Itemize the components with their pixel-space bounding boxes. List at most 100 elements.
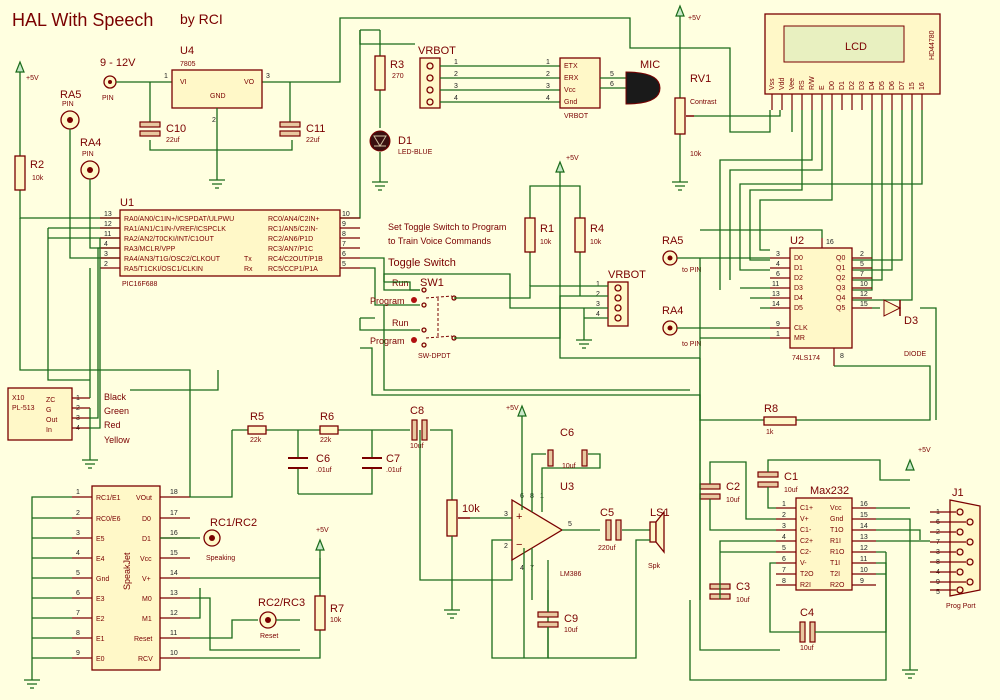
u4-pin3: 3 [266, 73, 270, 80]
rc2rc3-ref: RC2/RC3 [258, 597, 305, 609]
r4-val: 10k [590, 239, 602, 246]
u2-pin-number: 14 [772, 301, 780, 308]
c10-plate-bottom [139, 130, 161, 137]
u1-right-pin-label: RC1/AN5/C2IN- [268, 226, 318, 233]
ls1-val: Spk [648, 563, 661, 570]
max232-left-label: C1+ [800, 505, 813, 512]
plus5v-left-label: +5V [26, 75, 39, 82]
u3-ref: U3 [560, 481, 574, 493]
u3-pin-number: 3 [504, 511, 508, 518]
lcd-pin-label: RS [799, 80, 806, 90]
u1-pin-number: 3 [104, 251, 108, 258]
u1-body [119, 209, 341, 277]
speakjet-left-label: E4 [96, 556, 105, 563]
speakjet-pin-number: 1 [76, 489, 80, 496]
c9-plate-top [537, 611, 559, 618]
c9-plate-bottom [537, 621, 559, 628]
vrbot2-pin-number: 3 [596, 301, 600, 308]
speakjet-left-label: E0 [96, 656, 105, 663]
max232-pin-number: 16 [860, 501, 868, 508]
vrbot2-header-pin [614, 304, 622, 312]
c4-plate-left [799, 621, 806, 643]
u1-pin-number: 10 [342, 211, 350, 218]
vrbot2-header [607, 281, 629, 327]
rc1rc2-ref: RC1/RC2 [210, 517, 257, 529]
speakjet-pin-number: 13 [170, 590, 178, 597]
u2-pin-number: 13 [772, 291, 780, 298]
power-supply-section: 9 - 12V PIN U4 7805 VI VO GND 1 3 2 C10 … [100, 17, 680, 189]
u4-gnd-label: GND [210, 93, 226, 100]
c6a-capacitor [288, 457, 308, 469]
lcd-screen [783, 25, 905, 63]
max232-body [795, 497, 853, 591]
speakjet-left-label: RC1/E1 [96, 495, 121, 502]
lcd-pin-label: Vee [789, 78, 796, 90]
u4-ground-symbol [209, 179, 225, 189]
speakjet-right-label: D1 [142, 536, 151, 543]
sw1-program-1: Program [370, 296, 405, 306]
c4-ref: C4 [800, 607, 814, 619]
speakjet-pin-number: 5 [76, 570, 80, 577]
c6a-val: .01uf [316, 467, 332, 474]
u3-amplifier: + − U3 LM386 3 2 5 6 4 7 8 1 +5V C6 10uf… [491, 404, 670, 659]
r3-val: 270 [392, 73, 404, 80]
r7-resistor [314, 595, 326, 631]
u2-q-label: Q1 [836, 265, 845, 272]
j1-pin-socket [966, 558, 974, 566]
speakjet-right-label: M0 [142, 596, 152, 603]
x10-wire-color: Yellow [104, 435, 130, 445]
c8-val: 10uf [410, 443, 424, 450]
j1-pin-socket [966, 578, 974, 586]
sw1-contact [421, 327, 427, 333]
u2-d-label: D5 [794, 305, 803, 312]
u2-q-label: Q3 [836, 285, 845, 292]
c10-val: 22uf [166, 137, 180, 144]
speakjet-ref: SpeakJet [122, 552, 132, 590]
mic-icon [625, 71, 661, 105]
u2-pin-number: 4 [776, 261, 780, 268]
x10-line2: PL-513 [12, 405, 35, 412]
vrbot1-pin-number: 1 [546, 59, 550, 66]
speakjet-pin-number: 15 [170, 550, 178, 557]
max232-left-label: V+ [800, 516, 809, 523]
d3-ref: D3 [904, 315, 918, 327]
r2-val: 10k [32, 175, 44, 182]
vrbot1-header [419, 57, 441, 109]
x10-module: X10 PL-513 ZC G Out In 1 2 3 4 Black Gre… [7, 218, 191, 469]
r6-ref: R6 [320, 411, 334, 423]
ra5-pin-dot [67, 117, 73, 123]
u1-tx-label: Tx [244, 256, 252, 263]
u3-pin-number: 4 [520, 565, 524, 572]
c1-plate-bottom [757, 481, 779, 488]
vrbot1-pin-label: Gnd [564, 99, 577, 106]
vrbot1-header-pin [426, 62, 434, 70]
max232-ref: Max232 [810, 485, 849, 497]
u4-pin2: 2 [212, 117, 216, 124]
u3-pin-number: 5 [568, 521, 572, 528]
speakjet-body [91, 485, 161, 671]
max232-pin-number: 11 [860, 556, 867, 563]
sw1-contact [421, 287, 427, 293]
audio-filter: R5 22k R6 22k C6 .01uf C7 .01uf C8 10uf … [232, 405, 513, 619]
u1-pin-number: 6 [342, 251, 346, 258]
j1-pin-socket [956, 548, 964, 556]
max232-pin-number: 7 [782, 567, 786, 574]
u3-minus-sign: − [516, 539, 522, 551]
r5-resistor [247, 425, 267, 435]
c8-plate-left [411, 419, 418, 441]
r6-resistor [319, 425, 339, 435]
mic-label: MIC [640, 59, 660, 71]
vrbot2-header-pin [614, 284, 622, 292]
c1-val: 10uf [784, 487, 798, 494]
speakjet-pin-number: 6 [76, 590, 80, 597]
u2-clk-label: CLK [794, 325, 808, 332]
sw1-contact [421, 302, 427, 308]
c1-ref: C1 [784, 471, 798, 483]
c6b-val: 10uf [562, 463, 576, 470]
c5-ref: C5 [600, 507, 614, 519]
ra5b-ref: RA5 [662, 235, 683, 247]
j1-pin-socket [956, 508, 964, 516]
u2-d-label: D1 [794, 265, 803, 272]
x10-wire-color: Black [104, 392, 127, 402]
max232-pin-number: 9 [860, 578, 864, 585]
